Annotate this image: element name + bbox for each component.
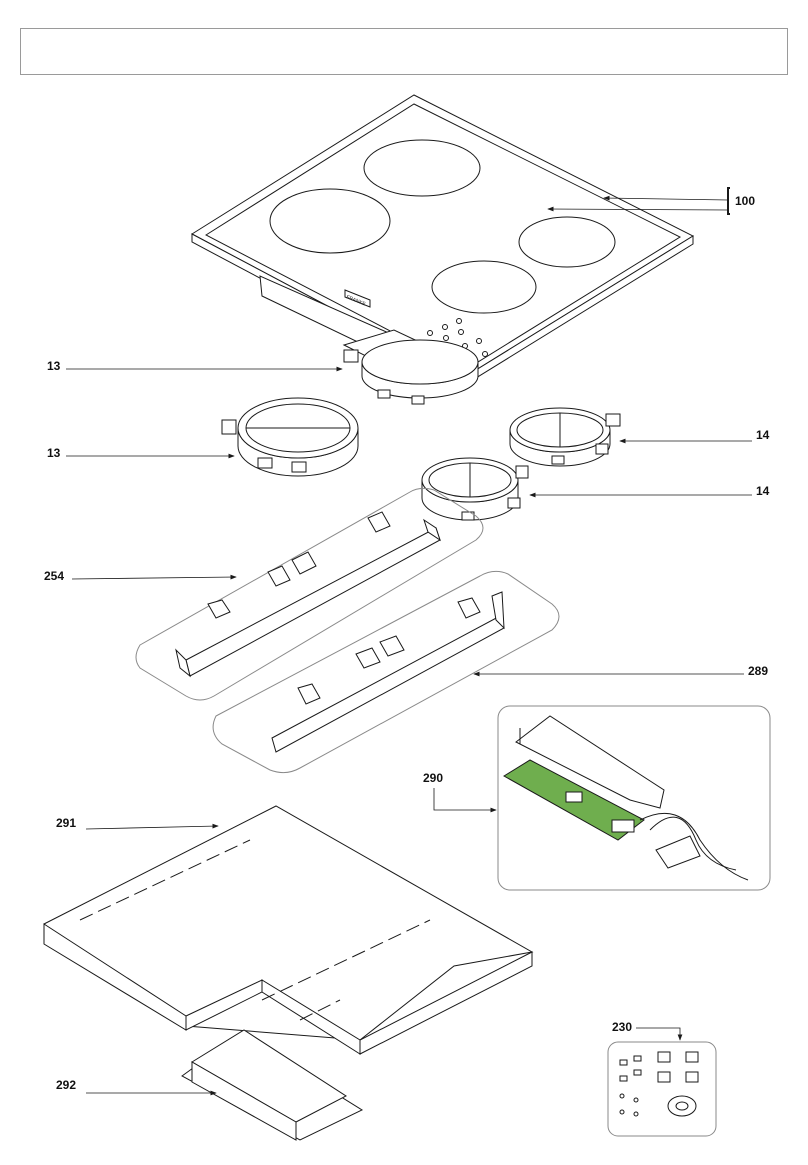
control-board-290 [504,716,748,880]
accessory-kit-230 [620,1052,698,1116]
callout-254: 254 [44,569,64,583]
callout-290: 290 [423,771,443,785]
callout-230: 230 [612,1020,632,1034]
radiant-heater-13-lower [222,398,358,476]
callout-100: 100 [735,194,755,208]
callout-292: 292 [56,1078,76,1092]
callout-14-upper: 14 [756,428,769,442]
callout-13-lower: 13 [47,446,60,460]
radiant-heater-14-upper [510,408,620,466]
air-duct-292 [182,1030,362,1140]
callout-291: 291 [56,816,76,830]
bracket-100 [728,188,730,214]
callout-13-upper: 13 [47,359,60,373]
bottom-housing-291 [44,806,532,1054]
callout-289: 289 [748,664,768,678]
radiant-heater-14-lower [422,458,528,520]
callout-14-lower: 14 [756,484,769,498]
bracket-289-group [213,571,559,772]
